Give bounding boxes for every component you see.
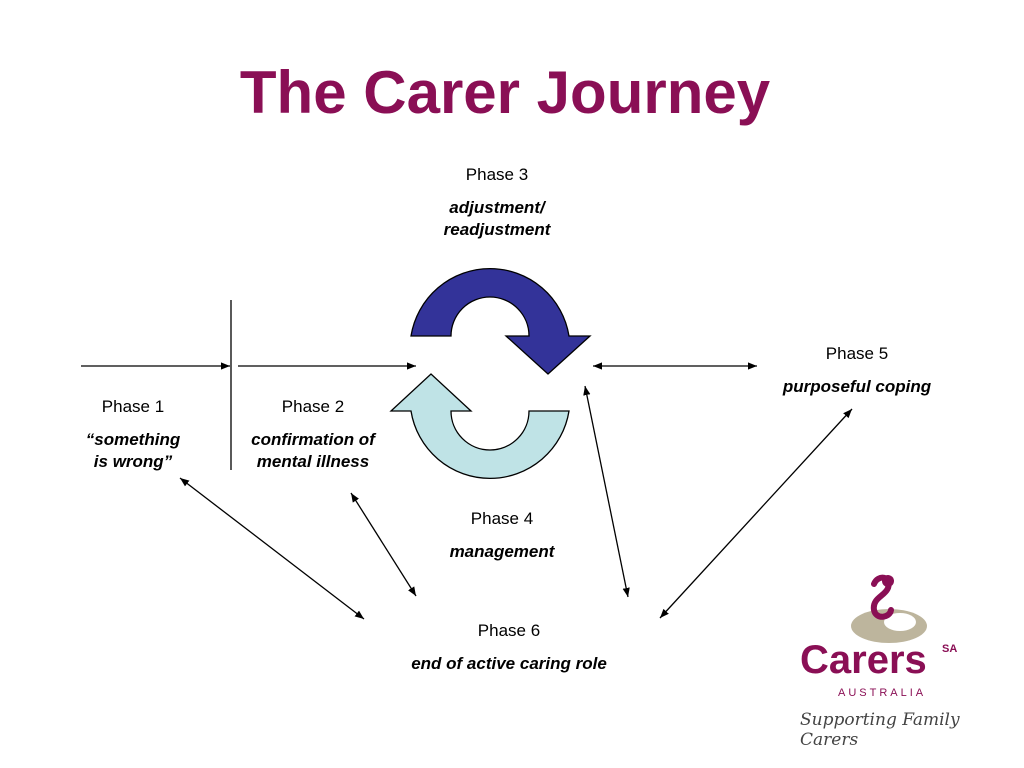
phase-description-line: confirmation of: [251, 430, 375, 449]
phase-description-line: “something: [85, 430, 181, 449]
logo-country: AUSTRALIA: [838, 687, 927, 699]
phase-description-line: mental illness: [256, 452, 370, 471]
phase-description-line: adjustment/: [449, 198, 545, 217]
phase-number: Phase 6: [477, 621, 541, 640]
arrow-phase-5-phase-6: [659, 408, 853, 619]
phase-description-line: is wrong”: [93, 452, 173, 471]
phase-number: Phase 1: [101, 397, 165, 416]
phase-1-label: Phase 1 “something is wrong”: [63, 397, 203, 473]
arrow-cycle-phase-6: [583, 385, 630, 598]
phase-number: Phase 2: [281, 397, 345, 416]
phase-description-line: management: [449, 542, 555, 561]
carers-australia-logo: Carers SA AUSTRALIA Supporting Family Ca…: [792, 570, 972, 750]
logo-state: SA: [942, 643, 958, 655]
arrow-phase-2-phase-6: [350, 492, 417, 597]
cycle-arrow-bottom: [389, 373, 570, 479]
logo-tagline: Supporting Family Carers: [800, 710, 960, 750]
phase-6-label: Phase 6 end of active caring role: [379, 621, 639, 675]
phase-5-label: Phase 5 purposeful coping: [757, 344, 957, 398]
phase-description-line: readjustment: [443, 220, 551, 239]
slide-title: The Carer Journey: [239, 59, 771, 126]
carer-figure-icon: [851, 574, 927, 643]
phase-2-label: Phase 2 confirmation of mental illness: [233, 397, 393, 473]
arrow-phase-1-phase-6: [179, 477, 365, 620]
phase-3-label: Phase 3 adjustment/ readjustment: [407, 165, 587, 241]
phase-description-line: purposeful coping: [782, 377, 932, 396]
logo-wordmark: Carers: [800, 638, 927, 682]
cycle-arrow-top: [410, 268, 592, 375]
phase-number: Phase 3: [465, 165, 529, 184]
phase-number: Phase 5: [825, 344, 889, 363]
phase-description-line: end of active caring role: [411, 654, 607, 673]
phase-number: Phase 4: [470, 509, 534, 528]
phase-4-label: Phase 4 management: [412, 509, 592, 563]
